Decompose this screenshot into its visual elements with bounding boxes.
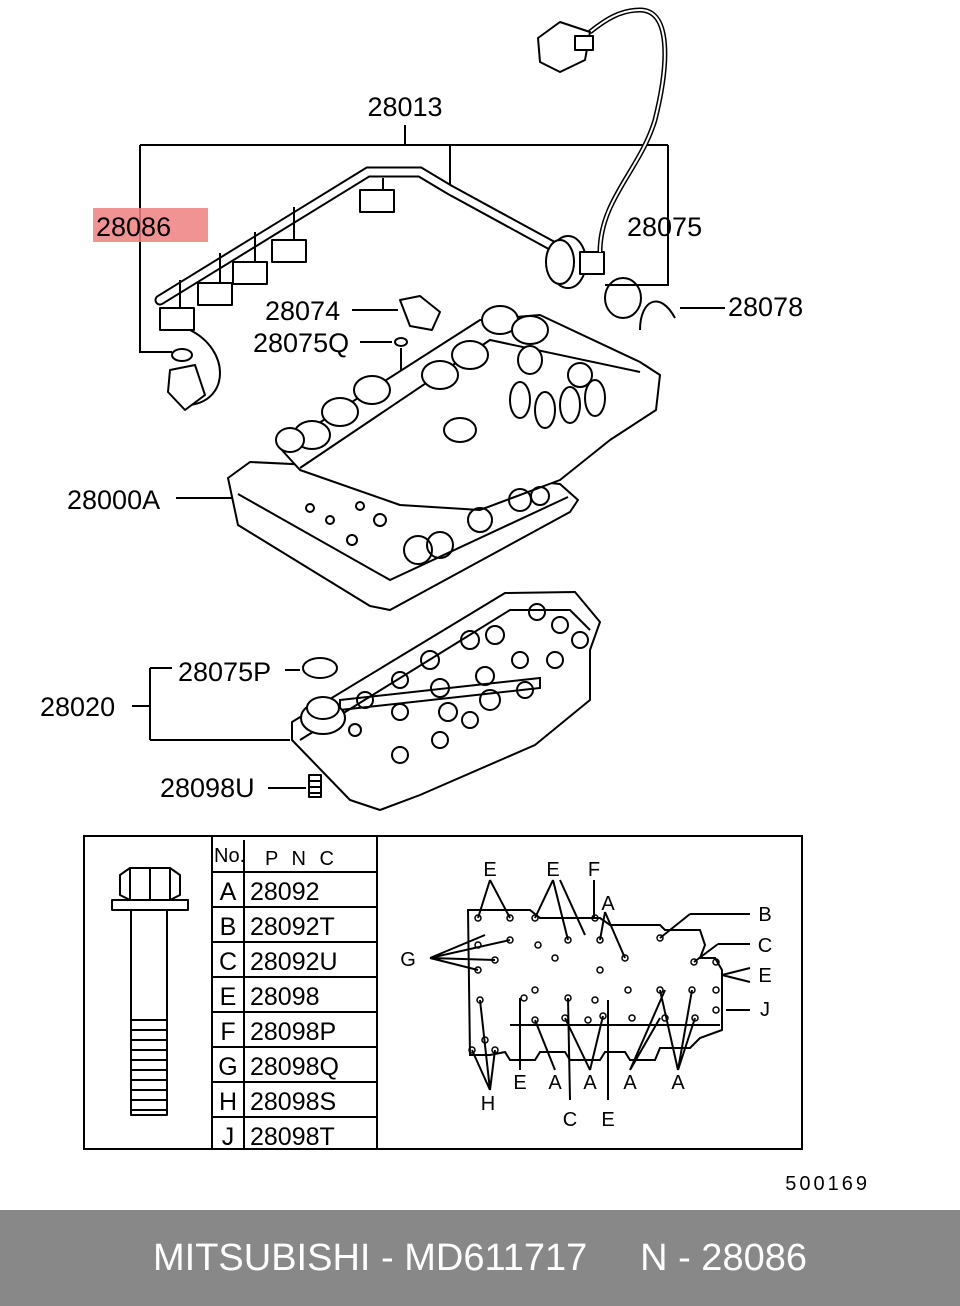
table-row-no: B <box>220 913 237 941</box>
table-row-pnc: 28092 <box>250 878 320 906</box>
clip-28078 <box>639 300 676 331</box>
callout-28075P: 28075P <box>178 657 271 687</box>
map-letter-e2: E <box>546 859 559 881</box>
flange-bolt-drawing <box>111 867 189 1116</box>
bracket-28074 <box>399 295 441 331</box>
map-letter-j: J <box>760 999 770 1021</box>
map-letter-e-bottom: E <box>513 1072 526 1094</box>
table-row-pnc: 28098Q <box>250 1053 339 1081</box>
bolt-location-map: E E F A B C E J G H E A A C E A A <box>400 859 772 1131</box>
map-letter-e-b2: E <box>601 1109 614 1131</box>
table-row-pnc: 28098T <box>250 1123 335 1151</box>
table-row-no: F <box>220 1018 235 1046</box>
callout-28078: 28078 <box>728 292 803 322</box>
table-row-no: G <box>218 1053 237 1081</box>
map-letter-a-b2: A <box>583 1072 597 1094</box>
map-letter-e-right: E <box>758 965 771 987</box>
table-row-pnc: 28098S <box>250 1088 336 1116</box>
map-letter-g: G <box>400 949 416 971</box>
map-letter-f: F <box>588 859 600 881</box>
map-letter-a-top: A <box>601 893 615 915</box>
table-header-no: No. <box>214 845 245 867</box>
table-row-no: A <box>220 878 237 906</box>
callout-28074: 28074 <box>265 296 340 326</box>
map-letter-a-b4: A <box>671 1072 685 1094</box>
map-letter-h: H <box>481 1093 495 1115</box>
table-row-no: C <box>219 948 237 976</box>
highlight-box <box>93 208 208 242</box>
callout-28020: 28020 <box>40 692 115 722</box>
callout-28075: 28075 <box>627 212 702 242</box>
parts-diagram: 28013 28086 28075 2807 <box>40 7 870 1195</box>
map-letter-a-b1: A <box>548 1072 562 1094</box>
map-letter-b: B <box>758 904 771 926</box>
table-row-pnc: 28098P <box>250 1018 336 1046</box>
map-letter-a-b3: A <box>623 1072 637 1094</box>
map-letter-c-bottom: C <box>563 1109 577 1131</box>
table-row-no: H <box>219 1088 237 1116</box>
table-header-pnc: P N C <box>265 848 338 870</box>
map-letter-e1: E <box>483 859 496 881</box>
footer-bar: MITSUBISHI - MD611717 N - 28086 <box>0 1210 960 1306</box>
table-row-pnc: 28092T <box>250 913 335 941</box>
valve-body-28000A <box>227 305 661 611</box>
oring-28075P <box>302 657 338 679</box>
callout-28086: 28086 <box>96 212 171 242</box>
callout-28013: 28013 <box>367 92 442 122</box>
wiring-harness <box>154 7 668 411</box>
callout-28000A: 28000A <box>67 485 160 515</box>
callout-28075Q: 28075Q <box>253 328 349 358</box>
diagram-code: 500169 <box>785 1173 870 1195</box>
table-row-no: E <box>220 983 237 1011</box>
harness-leader-lines <box>139 125 669 353</box>
oring-28075Q <box>394 337 408 347</box>
map-letter-c-right: C <box>758 935 772 957</box>
table-row-pnc: 28098 <box>250 983 320 1011</box>
table-row-pnc: 28092U <box>250 948 338 976</box>
oring-28075 <box>604 277 642 319</box>
oil-pan-cover-28020 <box>291 591 601 811</box>
footer-text: MITSUBISHI - MD611717 N - 28086 <box>153 1236 807 1279</box>
table-row-no: J <box>222 1123 235 1151</box>
callout-28098U: 28098U <box>160 773 255 803</box>
